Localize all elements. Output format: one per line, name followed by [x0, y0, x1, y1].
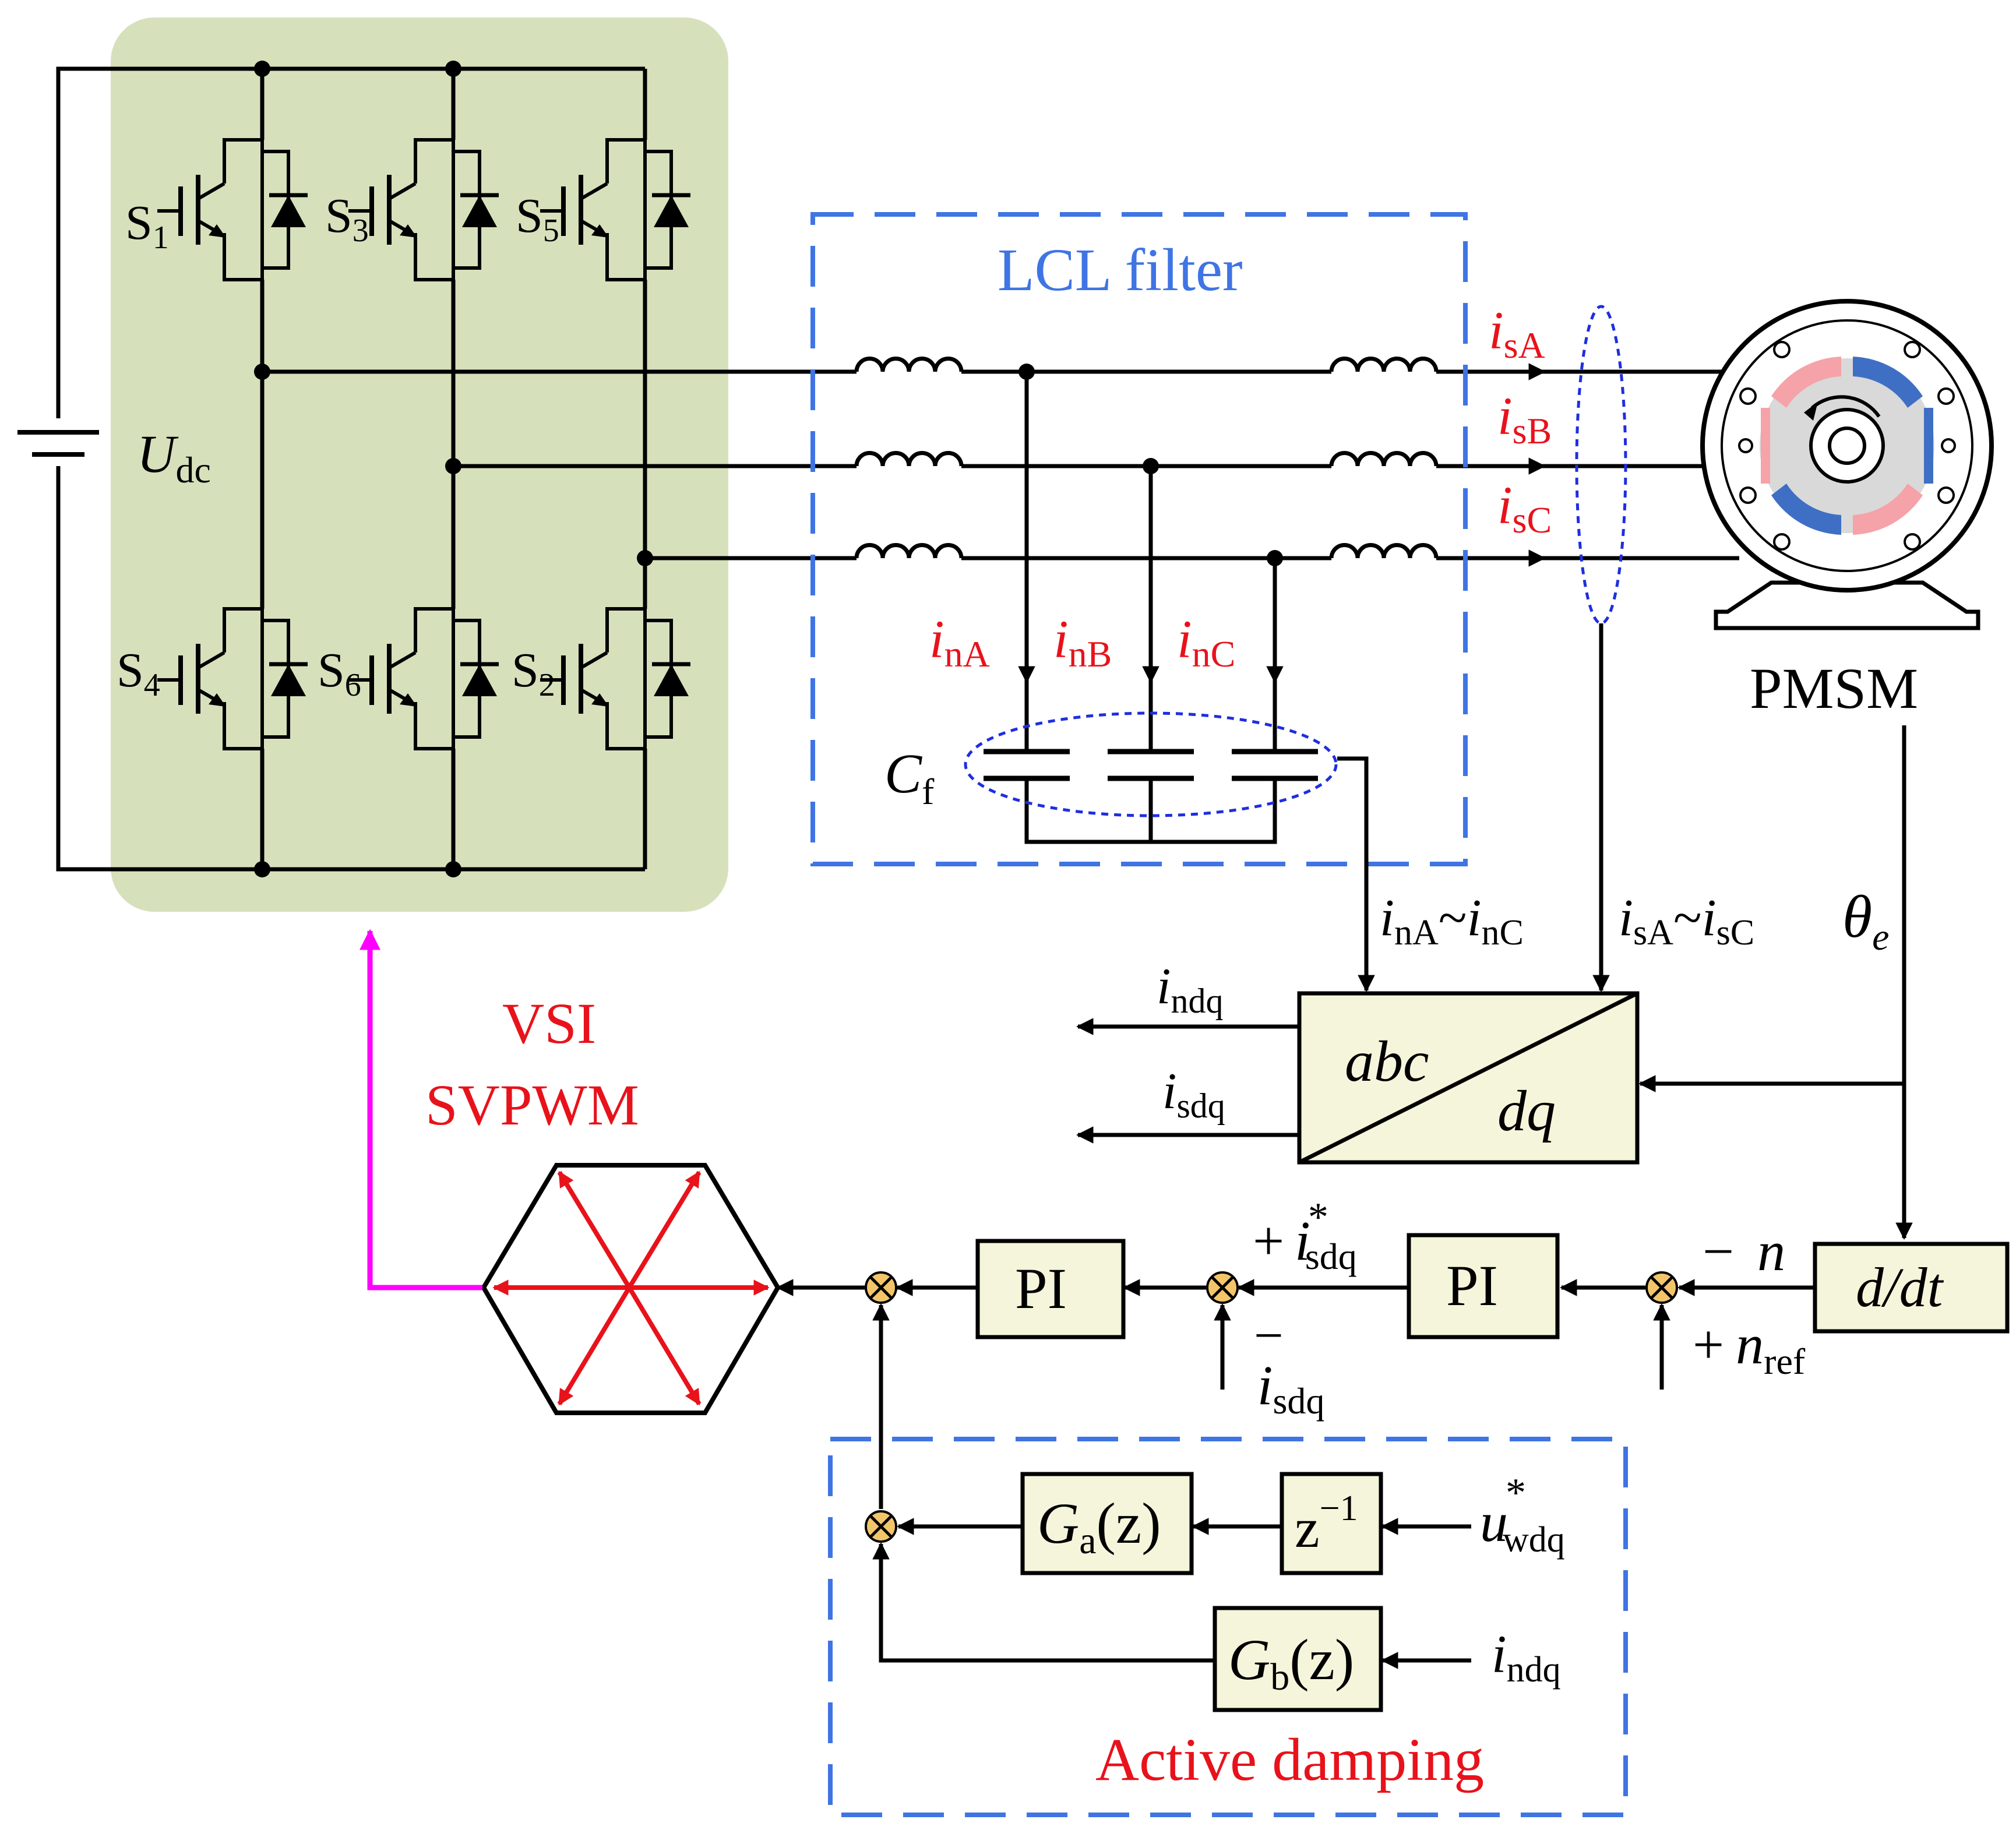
igbt-s2: [540, 606, 690, 752]
switch-label-s4: S4: [117, 643, 160, 703]
isA-label: isA: [1489, 301, 1545, 366]
pmsm-label: PMSM: [1750, 656, 1918, 721]
igbt-s3: [348, 137, 499, 283]
current-labels: isA isB isC inA inB inC: [929, 301, 1552, 675]
isdq-ref-label: +i*sdq: [1253, 1195, 1357, 1277]
damping-sum-junction-top: [865, 1271, 897, 1304]
in-range-label: inA~inC: [1380, 889, 1524, 953]
inductor-row2-grid-side: [1329, 451, 1439, 467]
gate-signal-arrow: [360, 929, 482, 1290]
svg-text:PI: PI: [1015, 1256, 1067, 1321]
speed-pi-block: PI: [1407, 1233, 1560, 1339]
isdq-feedback-label: −isdq: [1254, 1307, 1324, 1422]
abc-dq-transform-block: abc dq: [1297, 991, 1640, 1165]
n-ref-label: +nref: [1693, 1313, 1806, 1382]
feedback-wiring: [1337, 623, 1913, 1240]
svg-text:dq: dq: [1497, 1078, 1556, 1143]
indq-output-label: indq: [1157, 958, 1223, 1020]
lcl-filter-frame: [810, 212, 1468, 866]
svg-text:Gb(z): Gb(z): [1228, 1627, 1354, 1698]
indq-input-label: indq: [1492, 1624, 1561, 1690]
switch-label-s6: S6: [318, 643, 361, 703]
uwdq-label: u*wdq: [1480, 1471, 1565, 1560]
n-feedback-label: −n: [1703, 1220, 1785, 1282]
svg-text:d/dt: d/dt: [1856, 1256, 1944, 1318]
udc-label: Udc: [137, 424, 211, 491]
d-dt-block: d/dt: [1813, 1242, 2010, 1334]
svpwm-hexagon: [481, 1163, 781, 1415]
switch-label-s5: S5: [516, 189, 559, 249]
switch-label-s1: S1: [125, 196, 169, 256]
inA-label: inA: [929, 609, 990, 675]
z-delay-block: z−1: [1280, 1472, 1383, 1575]
pmsm-motor: [1700, 299, 1994, 630]
theta-label: θe: [1842, 883, 1889, 958]
vsi-label: VSI: [502, 991, 596, 1056]
isB-label: isB: [1497, 386, 1552, 452]
isC-label: isC: [1497, 475, 1552, 541]
igbt-s1: [157, 137, 308, 283]
igbt-s5: [540, 137, 690, 283]
current-pi-block: PI: [975, 1239, 1126, 1339]
inductor-row1-grid-side: [1329, 357, 1439, 372]
active-damping-label: Active damping: [1095, 1726, 1484, 1793]
svg-text:Ga(z): Ga(z): [1037, 1491, 1161, 1562]
inductor-row1-inverter-side: [854, 357, 964, 372]
inductor-row2-inverter-side: [854, 451, 964, 467]
active-damping-frame: [828, 1437, 1628, 1817]
igbt-switches: [157, 137, 690, 752]
inductor-row3-inverter-side: [854, 543, 964, 559]
switch-label-s2: S2: [512, 643, 555, 703]
svg-text:z−1: z−1: [1295, 1489, 1358, 1559]
igbt-s6: [348, 606, 499, 752]
stator-current-group: [1575, 305, 1627, 625]
svg-text:abc: abc: [1345, 1029, 1429, 1094]
inductor-row3-grid-side: [1329, 543, 1439, 559]
inC-label: inC: [1177, 609, 1235, 675]
igbt-s4: [157, 606, 308, 752]
svg-text:PI: PI: [1446, 1253, 1498, 1318]
switch-labels: S1 S3 S5 S4 S6 S2: [117, 189, 559, 703]
speed-sum-junction: [1645, 1271, 1678, 1304]
cf-label: Cf: [884, 742, 935, 812]
switch-label-s3: S3: [325, 189, 369, 249]
svpwm-label: SVPWM: [425, 1073, 639, 1137]
isdq-output-label: isdq: [1162, 1063, 1225, 1125]
damping-sum-junction-bottom: [865, 1510, 897, 1543]
ga-block: Ga(z): [1020, 1472, 1194, 1575]
gb-block: Gb(z): [1213, 1606, 1383, 1712]
lcl-filter-label: LCL filter: [998, 237, 1243, 304]
capacitor-voltage-group: [964, 711, 1338, 817]
inB-label: inB: [1053, 609, 1112, 675]
current-sum-junction: [1206, 1271, 1239, 1304]
is-range-label: isA~isC: [1619, 889, 1754, 953]
capacitor-branches: [964, 364, 1338, 844]
inductors: [854, 357, 1439, 559]
